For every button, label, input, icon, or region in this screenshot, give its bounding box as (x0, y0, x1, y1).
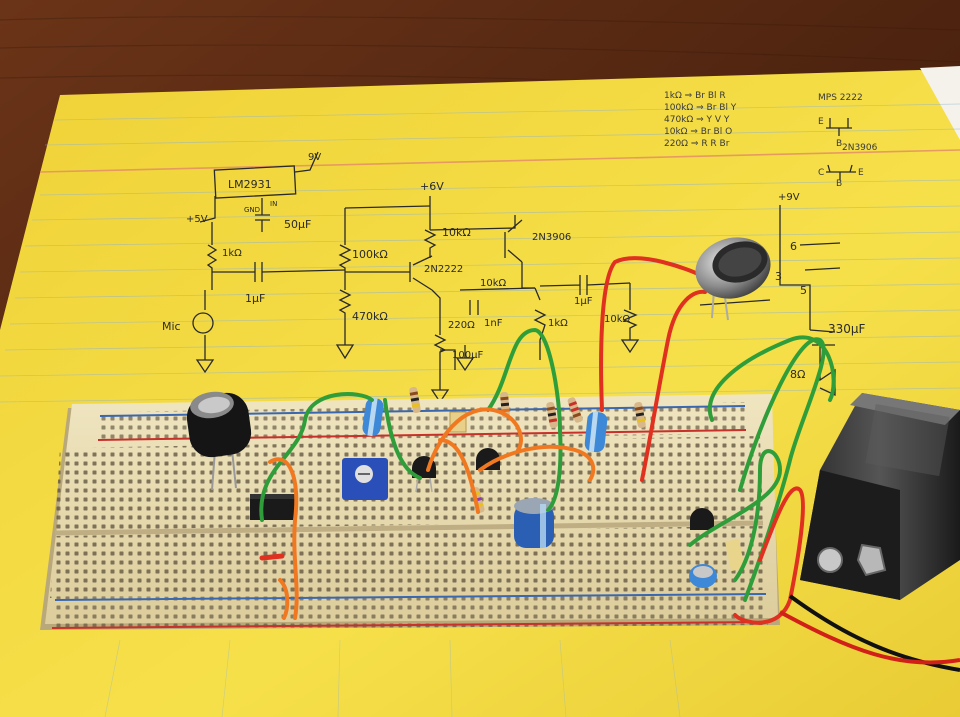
note-pin-c-b: C (818, 168, 824, 178)
label-1k: 1kΩ (222, 248, 242, 259)
label-10k-b: 10kΩ (480, 278, 507, 289)
label-100uf: 100μF (452, 350, 483, 361)
label-100k: 100kΩ (352, 248, 388, 261)
label-plus9v: +9V (778, 192, 800, 203)
trimmer-potentiometer (342, 458, 388, 500)
label-8ohm: 8Ω (790, 368, 805, 381)
wire-green-6 (688, 449, 783, 582)
label-10k-a: 10kΩ (442, 226, 471, 239)
note-pin-b-b: B (836, 179, 842, 189)
note-pinout-a: MPS 2222 (818, 93, 863, 103)
blue-capacitor-small (689, 564, 717, 588)
paper-margin-line (39, 149, 960, 173)
wire-green-1 (259, 392, 374, 522)
transistor-amp (690, 508, 714, 530)
schematic-drawing (192, 118, 856, 404)
note-pinout-b: 2N3906 (842, 143, 878, 153)
wire-green-3 (486, 327, 563, 512)
note-pin-e-b: E (858, 168, 864, 178)
note-line-5: 220Ω ⇒ R R Br (664, 139, 730, 149)
note-line-1: 1kΩ ⇒ Br Bl R (664, 91, 726, 101)
label-1nf: 1nF (484, 318, 503, 329)
electrolytic-capacitor-large (186, 391, 252, 491)
label-1k-b: 1kΩ (548, 318, 568, 329)
label-470k: 470kΩ (352, 310, 388, 323)
jumper-wires (259, 256, 836, 625)
wire-orange-4 (478, 444, 596, 482)
resistor-color-notes: 1kΩ ⇒ Br Bl R 100kΩ ⇒ Br Bl Y 470kΩ ⇒ Y … (664, 91, 878, 189)
paper-ruled-lines (0, 103, 960, 403)
lm2931-box (213, 165, 297, 199)
breadboard (40, 394, 780, 630)
label-ic: LM2931 (228, 178, 272, 191)
label-2n2222: 2N2222 (424, 264, 463, 275)
blue-capacitor-100uf (514, 498, 554, 548)
label-mic: Mic (162, 320, 181, 333)
yellow-component (725, 538, 745, 572)
note-line-4: 10kΩ ⇒ Br Bl O (664, 127, 732, 137)
label-plus5v: +5V (186, 214, 208, 225)
wire-red-3 (733, 486, 805, 625)
voltage-regulator-chip (250, 494, 296, 520)
wire-red-short (259, 553, 285, 561)
wire-green-2 (383, 398, 422, 480)
wire-green-4 (708, 335, 836, 422)
nine-volt-battery (779, 393, 960, 672)
electret-microphone (695, 237, 771, 321)
label-2n3906: 2N3906 (532, 232, 571, 243)
label-pin-gnd: GND (244, 206, 260, 214)
note-pin-e-a: E (818, 117, 824, 127)
label-9v-top: 9V (308, 152, 321, 163)
wire-red-1 (599, 256, 702, 412)
wire-orange-2 (278, 578, 290, 620)
wire-orange-1 (268, 457, 299, 620)
blue-capacitor-2 (584, 411, 608, 453)
blue-capacitor-1 (362, 397, 384, 437)
label-1uf: 1μF (245, 292, 265, 305)
note-line-3: 470kΩ ⇒ Y V Y (664, 115, 730, 125)
wire-green-5 (738, 337, 826, 602)
label-10k-pot: 10kΩ (604, 314, 631, 325)
resistors (409, 386, 646, 513)
transistor-2n3906 (476, 448, 500, 470)
note-line-2: 100kΩ ⇒ Br Bl Y (664, 103, 737, 113)
label-pin-3: 3 (775, 270, 782, 283)
label-1uf-b: 1μF (574, 296, 593, 307)
label-220: 220Ω (448, 320, 475, 331)
label-pin-in: IN (270, 200, 277, 208)
wire-orange-5 (438, 438, 480, 514)
white-sheet (920, 66, 960, 140)
label-50uf: 50μF (284, 218, 311, 231)
label-plus6v: +6V (420, 180, 444, 193)
label-330uf: 330μF (828, 322, 866, 336)
label-pin-6: 6 (790, 240, 797, 253)
note-pin-b-a: B (836, 139, 842, 149)
schematic-labels: LM2931 9V GND IN +5V 50μF 1kΩ 1μF Mic 10… (162, 152, 866, 381)
label-pin-5: 5 (800, 284, 807, 297)
paper-vertical-lines (104, 639, 681, 717)
wire-red-2 (640, 289, 707, 482)
